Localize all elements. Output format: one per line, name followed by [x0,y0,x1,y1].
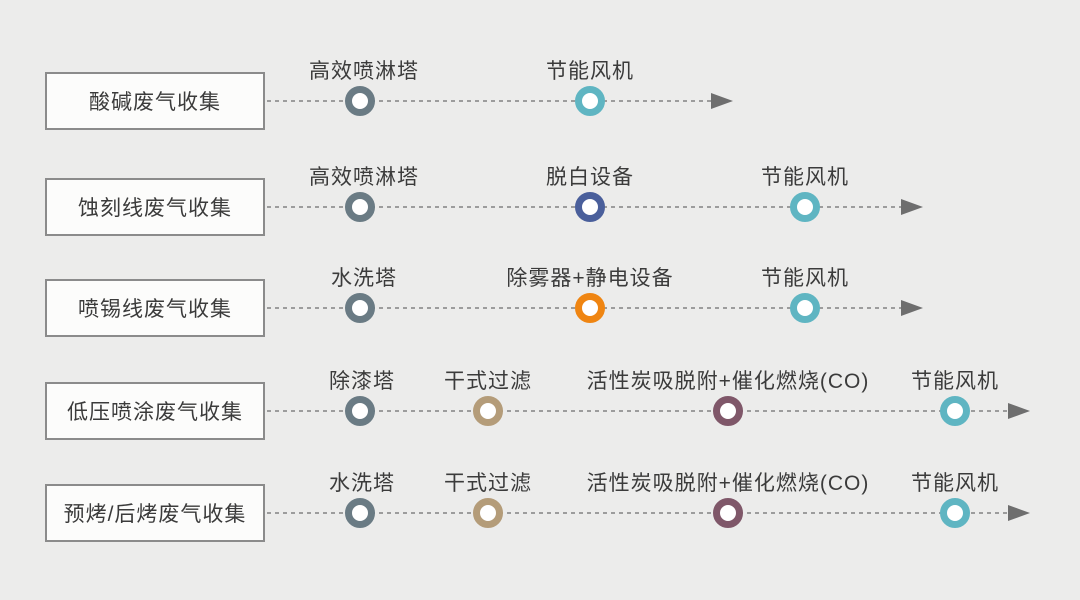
step-label: 节能风机 [761,166,849,189]
step-dot-icon [345,192,375,222]
source-label: 预烤/后烤废气收集 [63,503,247,526]
source-box: 酸碱废气收集 [45,72,265,130]
flow-row-acid-alkali: 酸碱废气收集 高效喷淋塔 节能风机 [0,51,1080,151]
arrow-head-icon [1008,505,1030,521]
step-dot-icon [345,293,375,323]
source-label: 蚀刻线废气收集 [78,197,232,220]
step-label: 活性炭吸脱附+催化燃烧(CO) [586,370,870,393]
source-box: 预烤/后烤废气收集 [45,484,265,542]
step-label: 高效喷淋塔 [309,166,419,189]
step-dot-icon [575,293,605,323]
flow-line [267,410,1008,412]
source-label: 喷锡线废气收集 [78,298,232,321]
step-label: 水洗塔 [331,267,397,290]
arrow-head-icon [711,93,733,109]
step-dot-icon [790,192,820,222]
step-label: 节能风机 [761,267,849,290]
step-label: 脱白设备 [546,166,634,189]
step-dot-icon [940,498,970,528]
flow-line [267,100,711,102]
step-label: 活性炭吸脱附+催化燃烧(CO) [586,472,870,495]
step-dot-icon [713,396,743,426]
flow-row-pre-post-bake: 预烤/后烤废气收集 水洗塔 干式过滤 活性炭吸脱附+催化燃烧(CO) 节能风机 [0,463,1080,563]
arrow-head-icon [901,300,923,316]
source-label: 酸碱废气收集 [89,91,221,114]
source-box: 低压喷涂废气收集 [45,382,265,440]
source-label: 低压喷涂废气收集 [67,401,243,424]
step-label: 节能风机 [911,472,999,495]
step-label: 除雾器+静电设备 [506,267,674,290]
flow-row-low-pressure-coating: 低压喷涂废气收集 除漆塔 干式过滤 活性炭吸脱附+催化燃烧(CO) 节能风机 [0,361,1080,461]
step-label: 水洗塔 [329,472,395,495]
flow-line [267,512,1008,514]
step-dot-icon [345,498,375,528]
step-dot-icon [345,396,375,426]
step-dot-icon [790,293,820,323]
step-dot-icon [575,192,605,222]
step-label: 干式过滤 [444,472,532,495]
step-dot-icon [713,498,743,528]
step-label: 节能风机 [911,370,999,393]
step-dot-icon [473,396,503,426]
arrow-head-icon [1008,403,1030,419]
step-label: 除漆塔 [329,370,395,393]
step-dot-icon [473,498,503,528]
arrow-head-icon [901,199,923,215]
step-label: 节能风机 [546,60,634,83]
step-dot-icon [575,86,605,116]
step-dot-icon [940,396,970,426]
step-label: 高效喷淋塔 [309,60,419,83]
flow-row-etching-line: 蚀刻线废气收集 高效喷淋塔 脱白设备 节能风机 [0,157,1080,257]
flow-row-tin-spray-line: 喷锡线废气收集 水洗塔 除雾器+静电设备 节能风机 [0,258,1080,358]
source-box: 蚀刻线废气收集 [45,178,265,236]
step-dot-icon [345,86,375,116]
source-box: 喷锡线废气收集 [45,279,265,337]
step-label: 干式过滤 [444,370,532,393]
